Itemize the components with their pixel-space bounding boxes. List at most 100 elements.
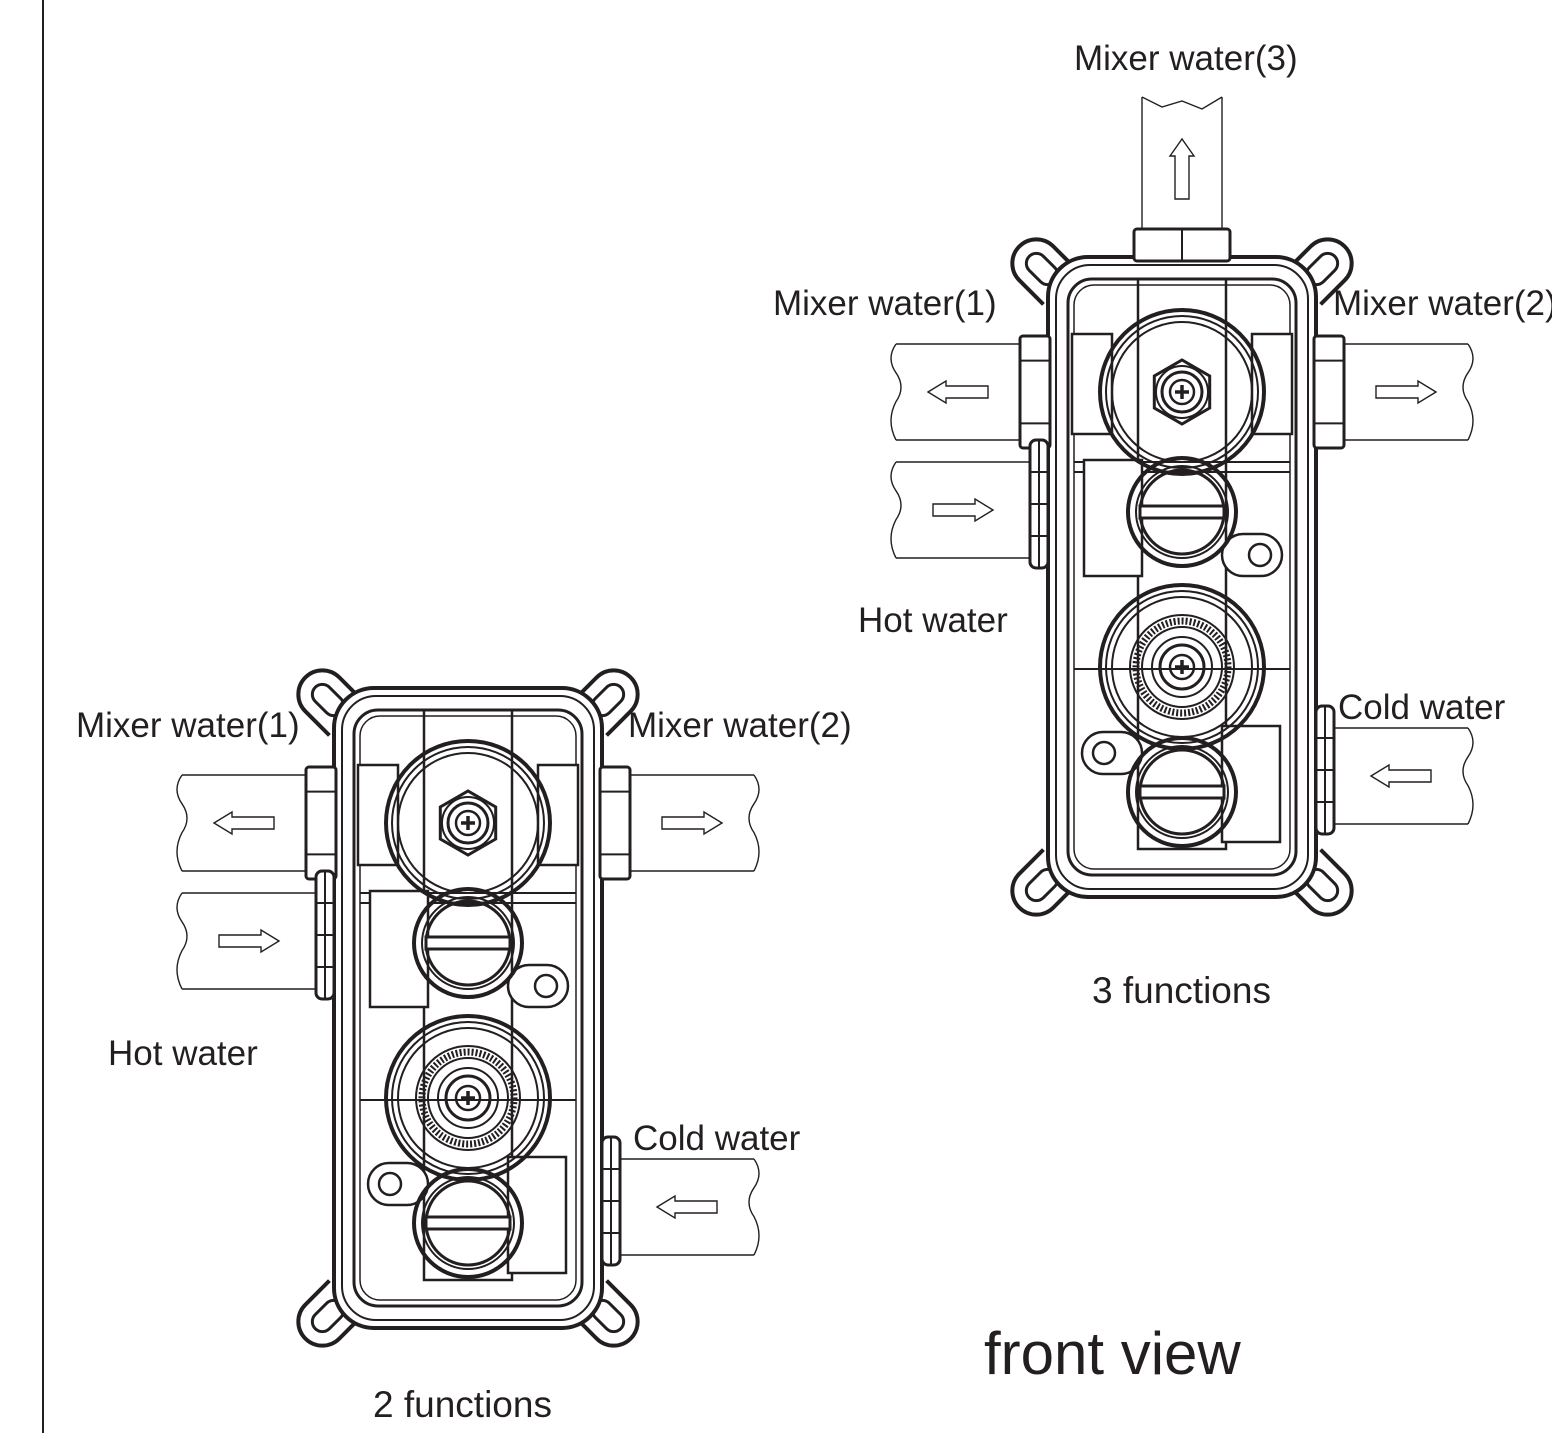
cold-check-plug bbox=[412, 1167, 524, 1279]
knob-ring-5 bbox=[1141, 626, 1223, 708]
knob-ring-6 bbox=[1151, 636, 1213, 698]
three-mixer-water-3-label: Mixer water(3) bbox=[1074, 39, 1298, 78]
knob-ring-5 bbox=[427, 1057, 509, 1139]
plug-outer-ring bbox=[412, 887, 524, 999]
pipe-break-line bbox=[1462, 343, 1474, 441]
plug-outer-ring bbox=[1126, 456, 1238, 568]
screw-recess bbox=[1168, 378, 1196, 406]
knob-ring-4 bbox=[415, 1045, 521, 1151]
phillips-cross-icon bbox=[461, 816, 475, 830]
box-wall-line bbox=[341, 695, 595, 1321]
knob-ring-7 bbox=[444, 1074, 492, 1122]
arrow-right-icon bbox=[661, 810, 724, 836]
screw-recess bbox=[454, 809, 482, 837]
valve-body bbox=[1010, 227, 1354, 917]
hex-nut bbox=[438, 789, 498, 857]
mixer-outlet-3-pipe bbox=[1141, 96, 1223, 229]
cold-inlet-stack bbox=[600, 1135, 622, 1267]
lug-right bbox=[1220, 532, 1284, 578]
plug-slot bbox=[424, 935, 512, 951]
knob-outer-ring bbox=[1098, 308, 1266, 476]
two-functions-caption: 2 functions bbox=[373, 1384, 552, 1425]
lug-hole bbox=[1247, 542, 1273, 568]
knob-outer-ring bbox=[384, 739, 552, 907]
knob-ring-2 bbox=[1105, 315, 1259, 469]
two-mixer-water-1-label: Mixer water(1) bbox=[76, 706, 300, 745]
arrow-right-icon bbox=[218, 928, 281, 954]
mixer-outlet-2-pipe bbox=[630, 774, 760, 872]
pipe-break-line bbox=[176, 774, 188, 872]
hot-inlet-pipe bbox=[890, 461, 1030, 559]
knurled-ring bbox=[418, 1048, 518, 1148]
pipe-break-line bbox=[1141, 96, 1223, 110]
cold-inlet-pipe bbox=[1334, 727, 1474, 825]
knob-ring-6 bbox=[437, 1067, 499, 1129]
hot-port-body bbox=[1082, 458, 1144, 578]
pipe-break-line bbox=[748, 1158, 760, 1256]
pipes bbox=[890, 96, 1474, 825]
phillips-cross-icon bbox=[461, 1091, 475, 1105]
box-wall-line bbox=[1055, 264, 1309, 890]
nut-body bbox=[598, 765, 632, 881]
three-functions-caption: 3 functions bbox=[1092, 970, 1271, 1011]
hot-check-plug bbox=[412, 887, 524, 999]
hex-nut bbox=[1152, 358, 1212, 426]
left-outlet-nut bbox=[1018, 334, 1052, 450]
screw-head bbox=[446, 801, 490, 845]
mixer-outlet-2-pipe bbox=[1344, 343, 1474, 441]
plug-slot bbox=[1138, 784, 1226, 800]
hex-nut-inner bbox=[1155, 365, 1209, 419]
hot-inlet-stack bbox=[314, 869, 336, 1001]
knob-ring-3 bbox=[1111, 321, 1253, 463]
plug-inner-ring bbox=[421, 1176, 515, 1270]
hot-inlet-pipe bbox=[176, 892, 316, 990]
pipe-break-line bbox=[748, 774, 760, 872]
nut-body bbox=[1018, 334, 1052, 450]
cold-port-body bbox=[506, 1155, 568, 1275]
cold-port-body bbox=[1220, 724, 1282, 844]
box-inner-line bbox=[359, 715, 577, 1301]
pipe-break-line bbox=[1462, 727, 1474, 825]
plug-slot bbox=[424, 1215, 512, 1231]
phillips-cross-icon bbox=[1175, 385, 1189, 399]
hex-nut-inner bbox=[441, 796, 495, 850]
left-outlet-nut bbox=[304, 765, 338, 881]
screw-recess bbox=[1168, 653, 1196, 681]
diverter-knob bbox=[1098, 308, 1266, 476]
plug-inner-ring bbox=[1135, 745, 1229, 839]
pipe-break-line bbox=[890, 343, 902, 441]
hot-port-body bbox=[368, 889, 430, 1009]
knob-ring-2 bbox=[391, 1021, 545, 1175]
pipe-break-line bbox=[176, 892, 188, 990]
page-edge-line bbox=[42, 0, 44, 1433]
front-view-title: front view bbox=[984, 1320, 1241, 1387]
mixer-outlet-1-pipe bbox=[890, 343, 1020, 441]
arrow-up-icon bbox=[1168, 137, 1196, 200]
plug-inner-ring bbox=[421, 896, 515, 990]
lug-hole bbox=[1091, 740, 1117, 766]
screw-head bbox=[1160, 370, 1204, 414]
phillips-cross-icon bbox=[1175, 660, 1189, 674]
right-outlet-nut bbox=[598, 765, 632, 881]
arrow-left-icon bbox=[1369, 763, 1432, 789]
screw-recess bbox=[454, 1084, 482, 1112]
cold-inlet-pipe bbox=[620, 1158, 760, 1256]
lug-hole bbox=[377, 1171, 403, 1197]
knurled-ring bbox=[1132, 617, 1232, 717]
knob-ring-4 bbox=[1129, 614, 1235, 720]
knob-ring-2 bbox=[391, 746, 545, 900]
arrow-left-icon bbox=[212, 810, 275, 836]
plug-outer-ring bbox=[1126, 736, 1238, 848]
two-cold-water-label: Cold water bbox=[633, 1119, 801, 1158]
arrow-left-icon bbox=[926, 379, 989, 405]
pipes bbox=[176, 774, 760, 1256]
arrow-right-icon bbox=[1375, 379, 1438, 405]
mounting-ear-top-right bbox=[571, 668, 640, 737]
valve-body bbox=[296, 668, 640, 1348]
plug-outer-ring bbox=[412, 1167, 524, 1279]
hot-inlet-stack bbox=[1028, 438, 1050, 570]
hot-check-plug bbox=[1126, 456, 1238, 568]
two-mixer-water-2-label: Mixer water(2) bbox=[628, 706, 852, 745]
